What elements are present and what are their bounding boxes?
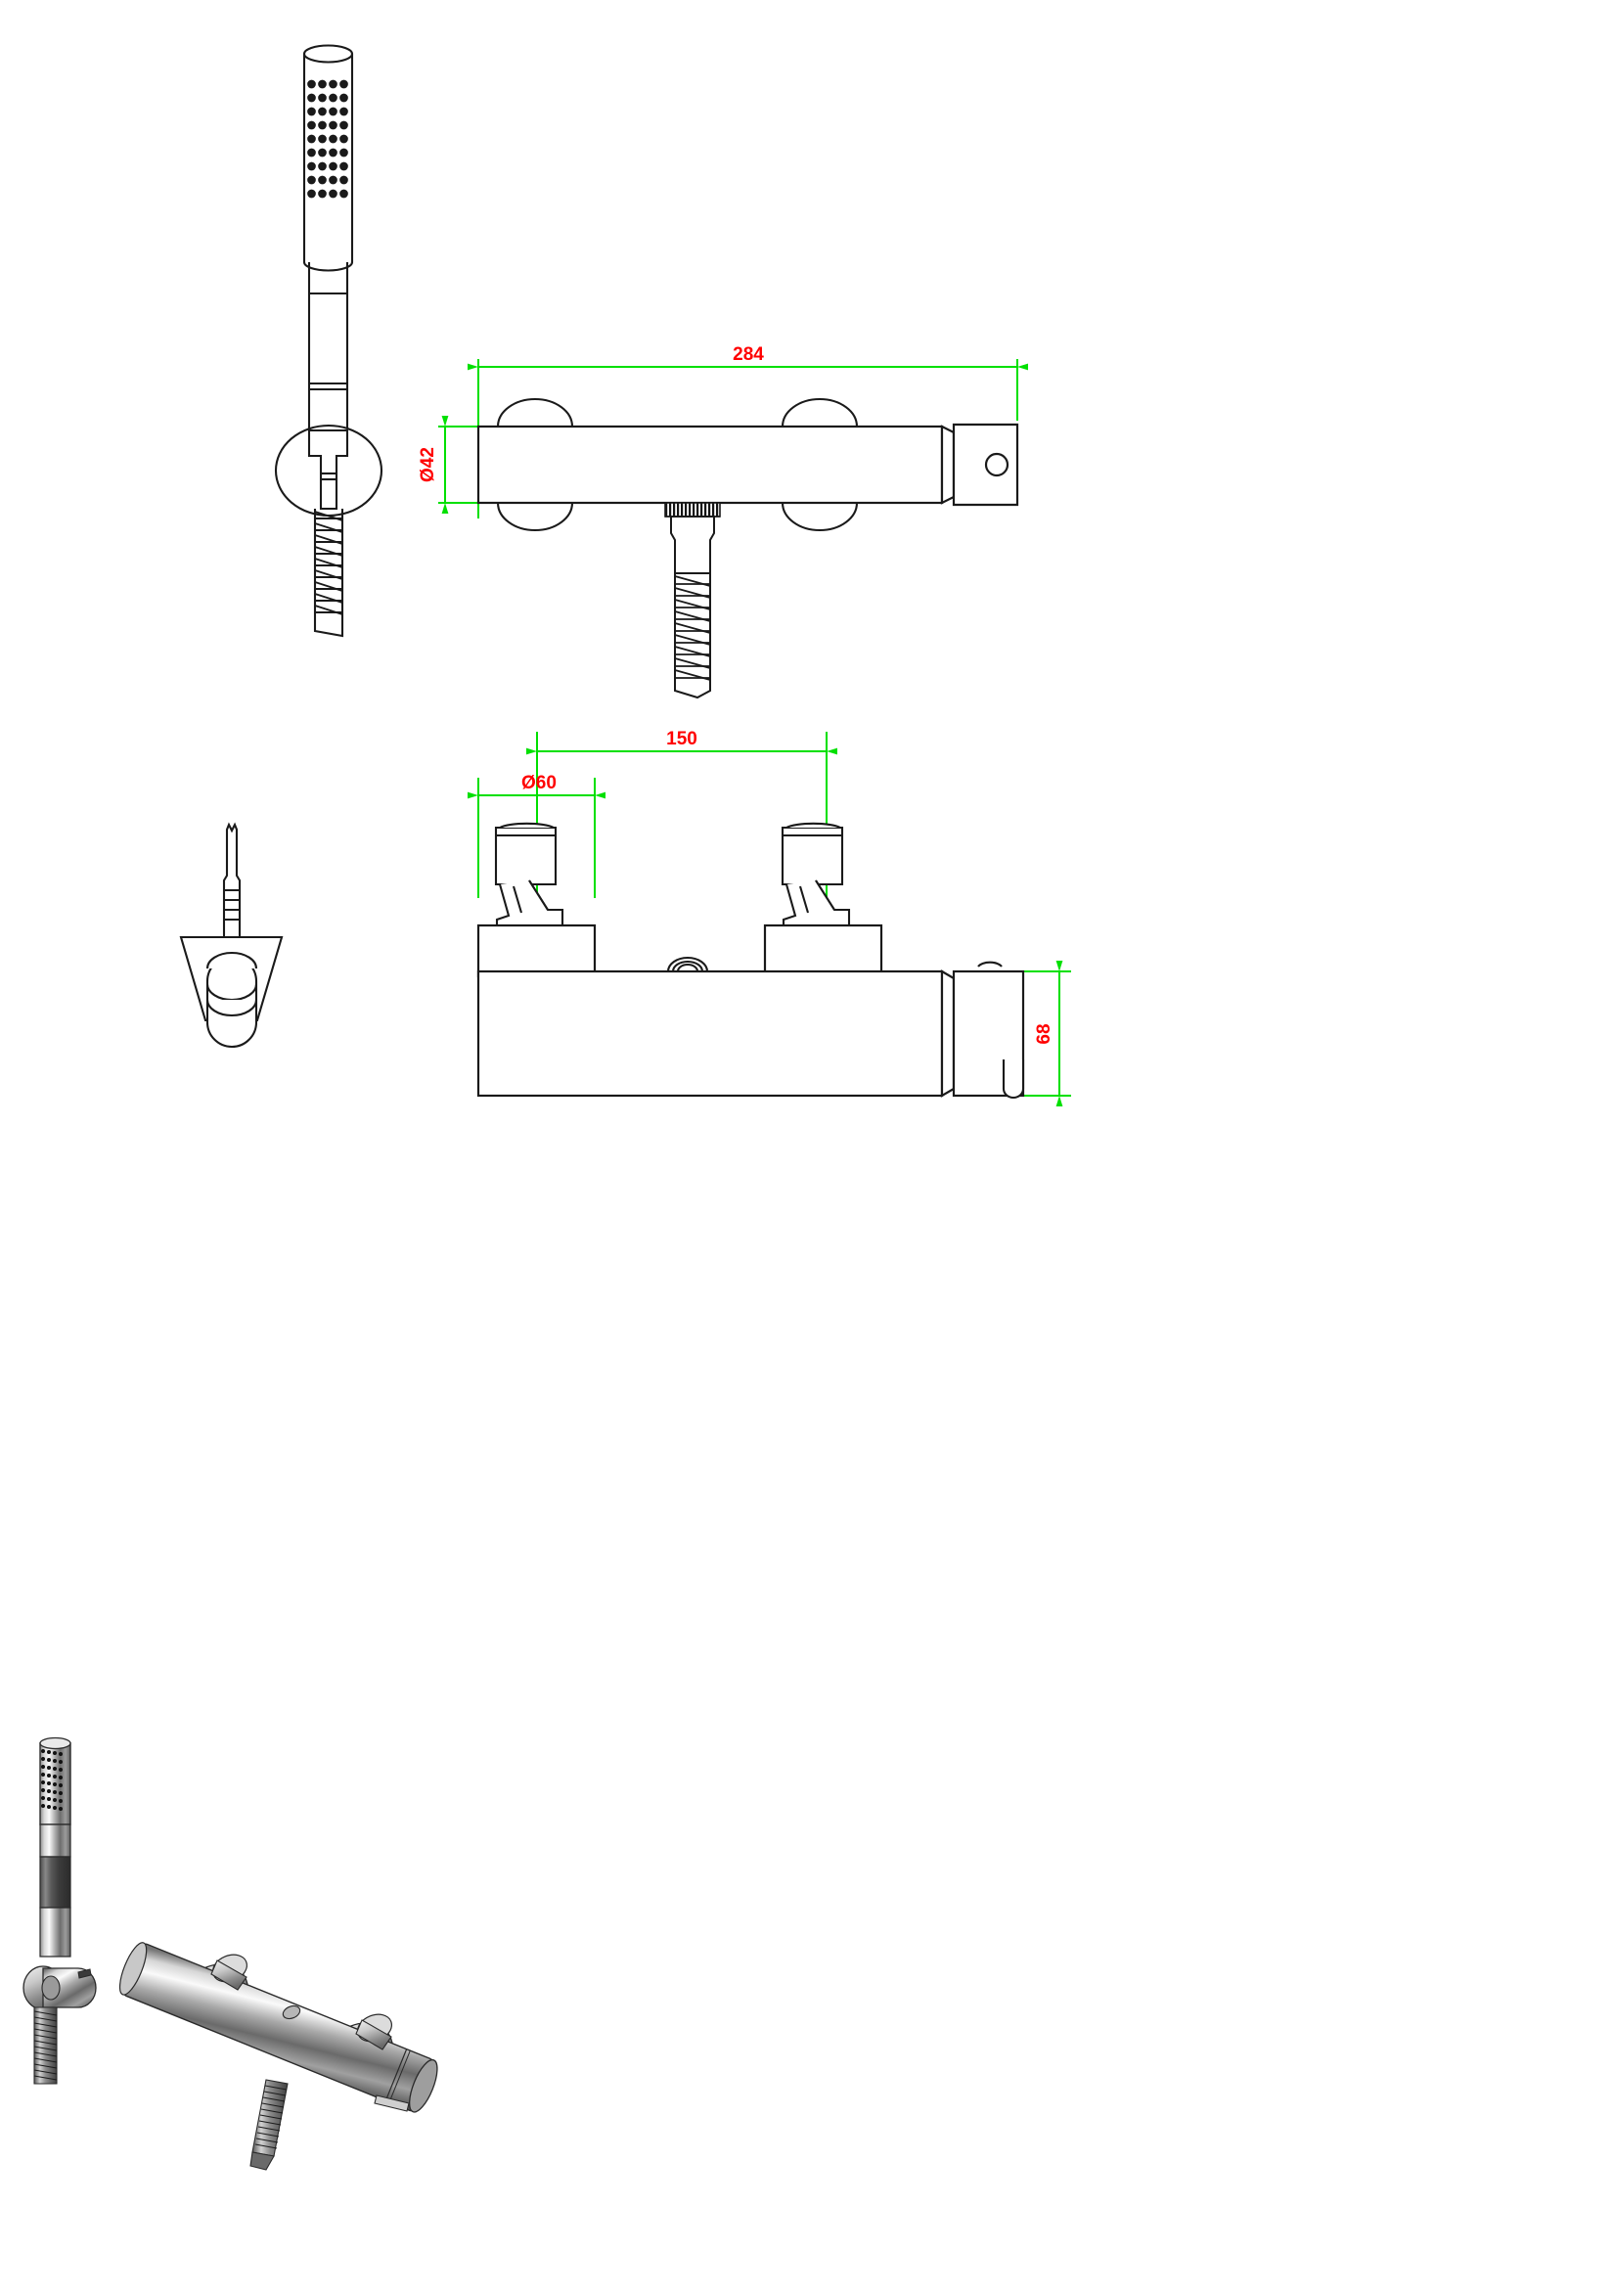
escutcheon-left-plan <box>476 923 597 978</box>
iso-handset <box>39 1736 71 1958</box>
view-bracket-plan <box>179 822 284 1048</box>
end-cap-with-outlet <box>952 423 1019 507</box>
hose-outlet-collar <box>664 502 721 518</box>
iso-mixer-body <box>118 1942 438 2113</box>
handset-spray-head <box>302 44 354 272</box>
mixer-body-plan <box>476 969 944 1098</box>
dimension-escutcheon-diameter: Ø60 <box>468 773 605 898</box>
hose-connector-cone <box>670 516 715 574</box>
escutcheon-left <box>496 397 574 532</box>
iso-hose-handset <box>33 2006 58 2085</box>
dimension-label-d42: Ø42 <box>418 447 438 482</box>
flexible-shower-hose <box>313 509 344 638</box>
temperature-handle <box>494 822 564 927</box>
handset-cylinder-plan <box>205 952 258 1048</box>
view-isometric-render <box>22 1736 438 2171</box>
iso-wall-bracket <box>22 1965 97 2010</box>
iso-handle-right <box>355 2013 392 2050</box>
iso-outlet-pin <box>374 2094 410 2112</box>
mixer-body-cylinder <box>476 425 944 505</box>
dimension-overall-length: 284 <box>468 344 1028 518</box>
dimension-label-d60: Ø60 <box>521 773 557 793</box>
handset-lower-collar <box>307 428 349 511</box>
escutcheon-right <box>781 397 859 532</box>
dimension-label-150: 150 <box>666 729 697 749</box>
handset-handle-shaft <box>307 262 349 460</box>
escutcheon-right-plan <box>763 923 883 978</box>
dimension-label-284: 284 <box>733 344 764 365</box>
spray-nozzle-grid <box>307 79 348 199</box>
bracket-fixing-stud <box>222 822 242 941</box>
dimension-body-diameter: Ø42 <box>418 416 481 514</box>
iso-diverter-knob <box>282 2004 301 2020</box>
body-taper-neck-plan <box>940 969 956 1098</box>
iso-hose-body <box>249 2079 289 2171</box>
outlet-port <box>984 452 1009 477</box>
outlet-spout-plan <box>1002 1059 1025 1100</box>
body-taper-neck <box>940 425 956 505</box>
dimension-label-68: 68 <box>1034 1023 1054 1044</box>
iso-handle-left <box>210 1954 247 1991</box>
iso-spray-nozzles <box>41 1749 63 1811</box>
view-handset-elevation <box>302 44 354 460</box>
flexible-shower-hose-front <box>674 573 711 699</box>
